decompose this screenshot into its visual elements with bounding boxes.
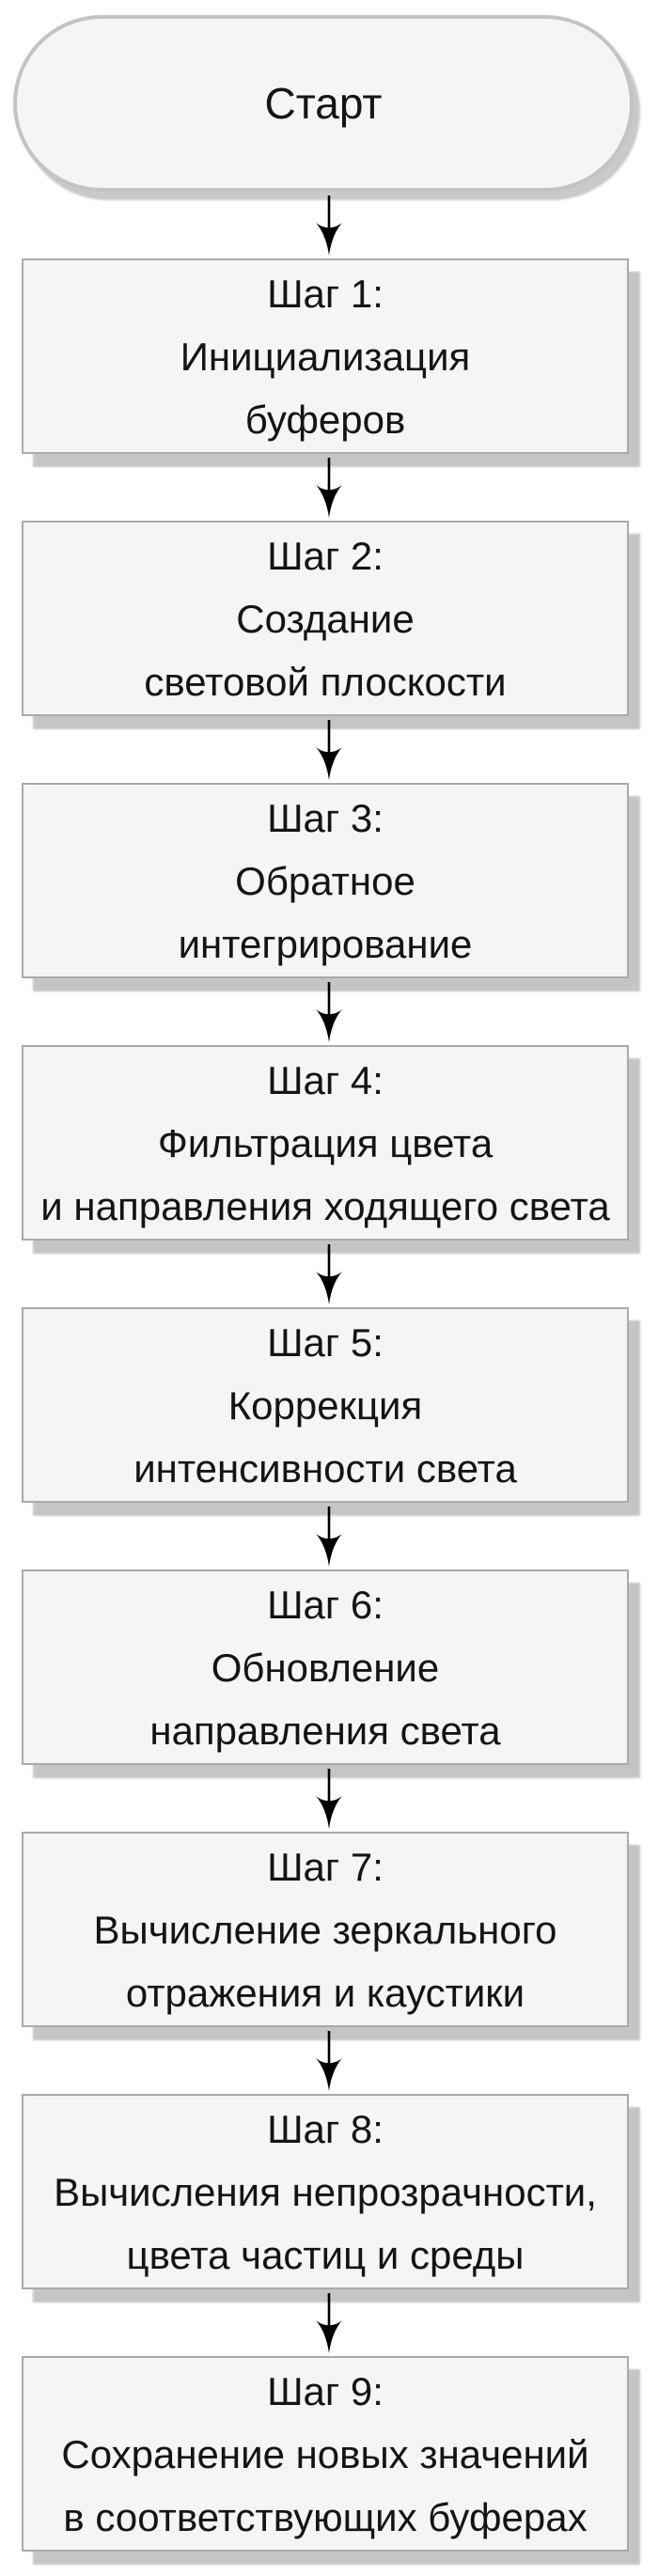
step-title: Шаг 9: xyxy=(267,2368,384,2413)
flow-arrow xyxy=(0,978,658,1045)
step-text-line: цвета частиц и среды xyxy=(126,2232,525,2277)
step-text-line: световой плоскости xyxy=(144,659,507,704)
flow-arrow xyxy=(0,1503,658,1569)
step-text-line: интегрирование xyxy=(178,921,473,966)
step-5-node: Шаг 5: Коррекция интенсивности света xyxy=(22,1307,629,1503)
step-6-node: Шаг 6: Обновление направления света xyxy=(22,1569,629,1765)
step-text-line: отражения и каустики xyxy=(125,1970,525,2015)
arrow-down-icon xyxy=(316,457,342,518)
step-text-line: Обновление xyxy=(211,1645,440,1690)
arrow-down-icon xyxy=(316,719,342,780)
step-8-node: Шаг 8: Вычисления непрозрачности, цвета … xyxy=(22,2094,629,2289)
step-title: Шаг 4: xyxy=(267,1057,384,1102)
arrow-down-icon xyxy=(316,981,342,1042)
flow-arrow xyxy=(0,2027,658,2094)
step-title: Шаг 6: xyxy=(267,1582,384,1627)
step-text-line: Коррекция xyxy=(227,1382,423,1428)
step-title: Шаг 2: xyxy=(267,533,384,578)
step-7-node: Шаг 7: Вычисление зеркального отражения … xyxy=(22,1832,629,2027)
step-text-line: в соответствующих буферах xyxy=(63,2494,588,2539)
step-title: Шаг 1: xyxy=(267,271,384,316)
step-text-line: буферов xyxy=(244,397,406,442)
step-text-line: Сохранение новых значений xyxy=(61,2431,589,2476)
step-title: Шаг 8: xyxy=(267,2106,384,2151)
arrow-down-icon xyxy=(316,2292,342,2353)
step-title: Шаг 3: xyxy=(267,795,384,840)
step-3-node: Шаг 3: Обратное интегрирование xyxy=(22,783,629,978)
arrow-down-icon xyxy=(316,1506,342,1567)
step-text-line: направления света xyxy=(149,1708,501,1753)
step-title: Шаг 5: xyxy=(267,1319,384,1365)
step-text-line: Инициализация xyxy=(180,334,471,379)
step-2-node: Шаг 2: Создание световой плоскости xyxy=(22,521,629,716)
step-text-line: Фильтрация цвета xyxy=(157,1120,494,1165)
arrow-down-icon xyxy=(316,195,342,256)
arrow-down-icon xyxy=(316,1243,342,1304)
flow-arrow xyxy=(0,1765,658,1832)
start-label: Старт xyxy=(264,79,383,128)
step-title: Шаг 7: xyxy=(267,1844,384,1889)
step-text-line: Создание xyxy=(236,596,415,641)
step-text-line: Обратное xyxy=(235,858,415,903)
step-text-line: интенсивности света xyxy=(133,1445,517,1491)
step-9-node: Шаг 9: Сохранение новых значений в соотв… xyxy=(22,2356,629,2552)
arrow-down-icon xyxy=(316,1768,342,1829)
step-text-line: Вычисления непрозрачности, xyxy=(54,2169,597,2214)
step-text-line: и направления ходящего света xyxy=(40,1183,610,1228)
flow-arrow xyxy=(0,2289,658,2356)
flow-arrow xyxy=(0,1241,658,1307)
start-node: Старт xyxy=(13,15,634,192)
flow-arrow xyxy=(0,716,658,783)
flow-arrow xyxy=(0,192,658,258)
arrow-down-icon xyxy=(316,2030,342,2091)
step-1-node: Шаг 1: Инициализация буферов xyxy=(22,258,629,454)
step-4-node: Шаг 4: Фильтрация цвета и направления хо… xyxy=(22,1045,629,1241)
flow-arrow xyxy=(0,454,658,521)
step-text-line: Вычисление зеркального xyxy=(93,1907,557,1952)
